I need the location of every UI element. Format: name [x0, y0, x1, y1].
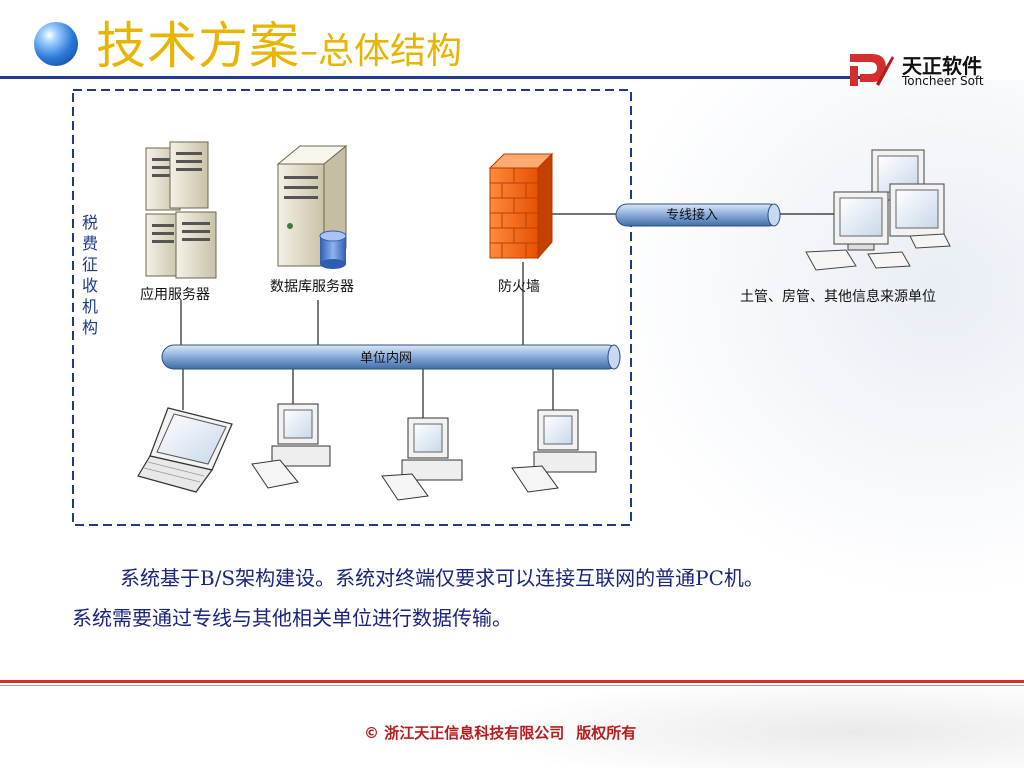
logo-mark-icon: [850, 54, 894, 86]
footer: © 浙江天正信息科技有限公司版权所有: [364, 722, 636, 743]
laptop-icon: [137, 407, 233, 493]
label-dedicated-line: 专线接入: [666, 208, 719, 223]
desktop-pc-icon-1: [251, 403, 331, 489]
title-sub: –总体结构: [300, 31, 463, 72]
label-db-server: 数据库服务器: [270, 279, 354, 295]
background-glow: [604, 80, 1024, 600]
boundary-label: 税 费 征 收 机 构: [81, 213, 98, 337]
database-server-icon: [276, 144, 348, 269]
background-map: [464, 678, 1024, 768]
description: 系统基于B/S架构建设。系统对终端仅要求可以连接互联网的普通PC机。 系统需要通…: [72, 558, 1022, 638]
company-logo: 天正软件 Toncheer Soft: [846, 48, 996, 90]
organization-boundary: [72, 89, 632, 526]
firewall-icon: [488, 152, 554, 260]
description-line-2: 系统需要通过专线与其他相关单位进行数据传输。: [72, 606, 512, 630]
intranet-pipe: [161, 344, 621, 370]
label-app-server: 应用服务器: [140, 287, 210, 303]
footer-rule-gray: [0, 685, 1024, 686]
label-firewall: 防火墙: [498, 279, 540, 295]
label-external-units: 土管、房管、其他信息来源单位: [740, 289, 936, 305]
slide-title: 技术方案 –总体结构: [96, 6, 462, 76]
connector-lines: [180, 213, 836, 418]
title-main: 技术方案: [96, 17, 300, 75]
desktop-pc-icon-2: [381, 417, 463, 501]
footer-rule-red: [0, 680, 1024, 683]
architecture-diagram: [72, 89, 951, 526]
description-line-1: 系统基于B/S架构建设。系统对终端仅要求可以连接互联网的普通PC机。: [120, 566, 764, 590]
desktop-pc-icon-3: [511, 409, 597, 493]
logo-english: Toncheer Soft: [902, 74, 984, 88]
application-server-icon: [145, 141, 217, 279]
title-bullet-icon: [34, 22, 78, 66]
logo-name: 天正软件: [902, 54, 982, 78]
footer-rights: 版权所有: [576, 724, 637, 742]
dedicated-line-pipe: [615, 203, 781, 227]
external-computers-icon: [805, 149, 951, 271]
label-intranet: 单位内网: [360, 351, 413, 366]
footer-copyright: © 浙江天正信息科技有限公司: [364, 724, 565, 742]
title-rule: [0, 76, 860, 79]
